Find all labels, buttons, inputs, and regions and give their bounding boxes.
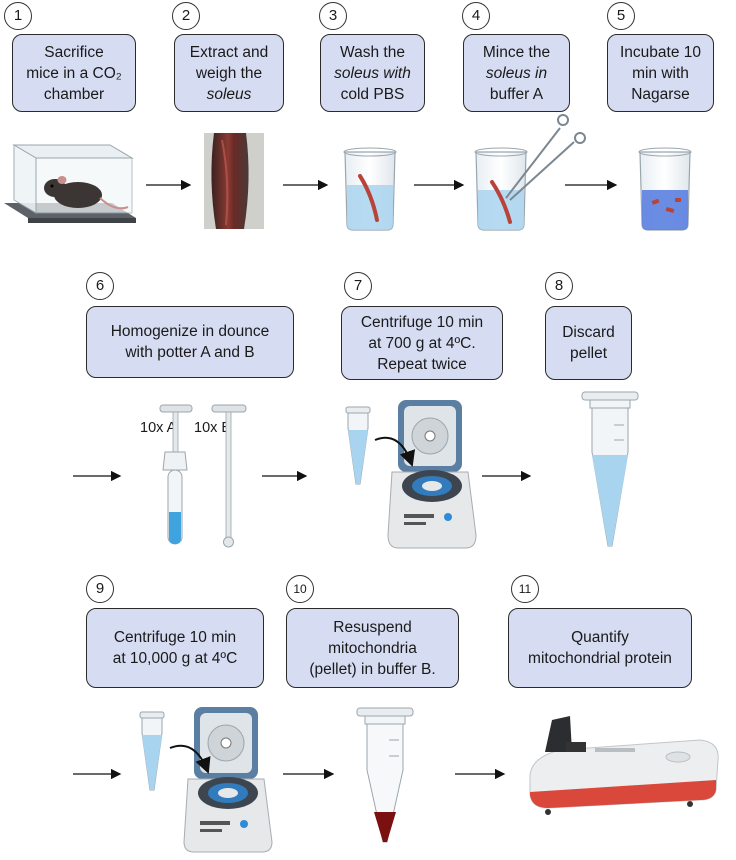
step-number-4: 4: [462, 2, 490, 30]
step-number-7: 7: [344, 272, 372, 300]
tube-supernatant-icon-2: [139, 711, 165, 791]
beaker-pbs-icon: [343, 147, 397, 231]
co2-chamber-icon: [4, 144, 136, 223]
step-number-10: 10: [286, 575, 314, 603]
step-number-8: 8: [545, 272, 573, 300]
spectrophotometer-icon: [529, 716, 719, 815]
beaker-nagarse-icon: [638, 147, 692, 231]
step-number-1: 1: [4, 2, 32, 30]
centrifuge-icon-1: [374, 400, 477, 549]
centrifuge-icon-2: [169, 707, 273, 853]
dounce-potter-b-icon: [211, 404, 247, 548]
tube-discard-pellet-icon: [581, 391, 639, 547]
step-number-11: 11: [511, 575, 539, 603]
potter-a-label: 10x A: [140, 420, 177, 436]
beaker-mince-icon: [474, 114, 586, 231]
step-number-5: 5: [607, 2, 635, 30]
tube-pellet-icon: [356, 707, 414, 843]
scissors-icon: [505, 114, 586, 201]
step-number-2: 2: [172, 2, 200, 30]
soleus-photo: [204, 133, 264, 229]
step-number-6: 6: [86, 272, 114, 300]
step-number-9: 9: [86, 575, 114, 603]
mouse-icon: [44, 176, 129, 210]
step-number-3: 3: [319, 2, 347, 30]
tube-supernatant-icon: [345, 406, 371, 485]
dounce-potter-a-icon: [159, 404, 193, 545]
potter-b-label: 10x B: [194, 420, 232, 436]
